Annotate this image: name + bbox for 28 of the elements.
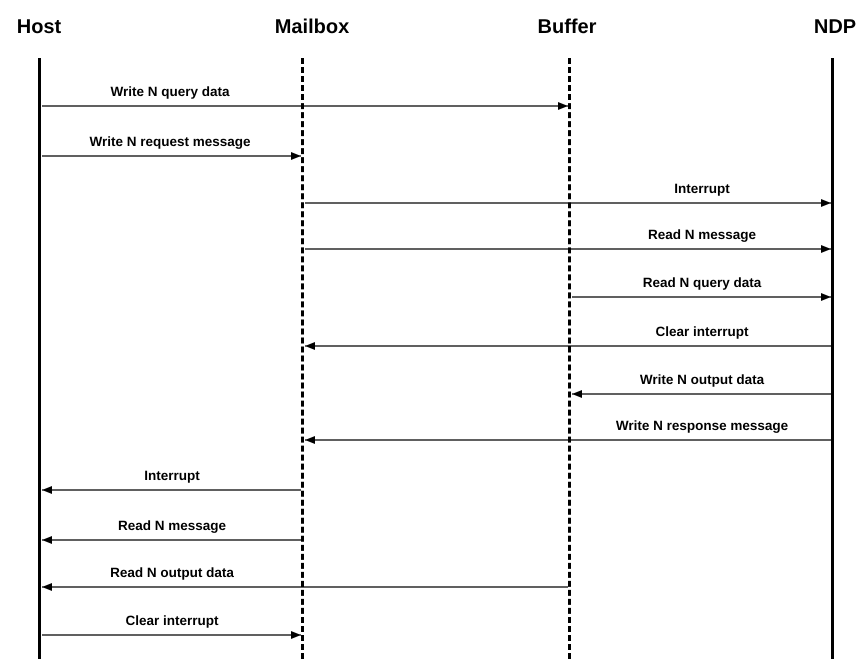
participant-name: Mailbox — [274, 16, 350, 39]
edge-label: Interrupt — [672, 181, 732, 197]
message-arrow — [42, 536, 301, 544]
message-arrow — [42, 102, 568, 110]
message-arrow — [305, 342, 831, 350]
edge-label: Write N output data — [638, 372, 766, 388]
edge-label: Read N query data — [640, 275, 764, 291]
message-arrow — [42, 631, 301, 639]
message-arrow — [42, 152, 301, 160]
participant-name: Host — [16, 16, 62, 39]
message-arrow — [305, 199, 831, 207]
edge-label: Interrupt — [142, 468, 202, 484]
edge-label: Write N request message — [87, 134, 253, 150]
message-arrow — [42, 583, 568, 591]
edge-label: Clear interrupt — [123, 613, 221, 629]
message-arrow — [572, 293, 831, 301]
message-arrow — [572, 390, 831, 398]
edge-label: Write N query data — [108, 84, 232, 100]
edge-label: Write N response message — [614, 418, 790, 434]
edge-label: Read N output data — [108, 565, 236, 581]
participant-name: Buffer — [538, 16, 596, 39]
edge-label: Read N message — [646, 227, 758, 243]
participant-name: NDP — [814, 16, 856, 39]
message-arrow — [42, 486, 301, 494]
edge-label: Clear interrupt — [653, 324, 751, 340]
edge-label: Read N message — [116, 518, 228, 534]
message-arrow — [305, 245, 831, 253]
message-arrow — [305, 436, 831, 444]
